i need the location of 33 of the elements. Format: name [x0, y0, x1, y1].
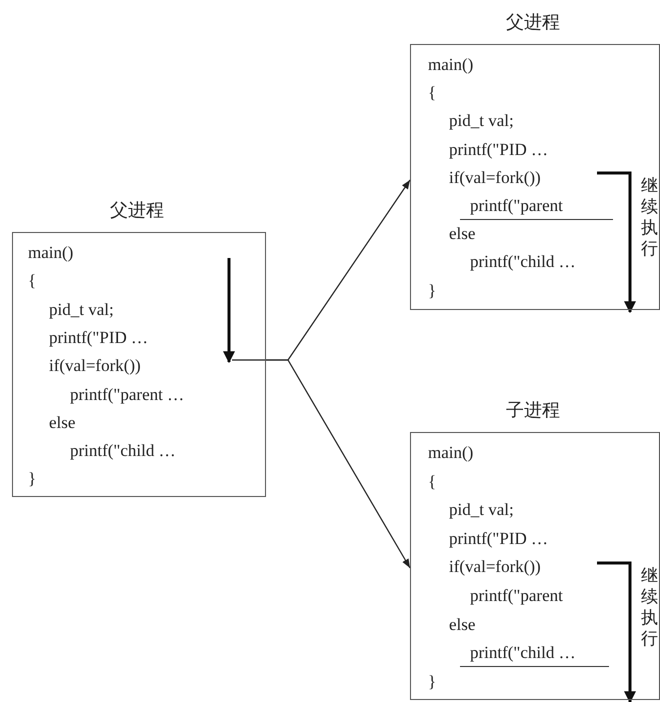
code-line: {: [428, 472, 436, 492]
code-line: pid_t val;: [449, 500, 514, 520]
arrow: [266, 359, 411, 568]
code-line: printf("PID …: [49, 328, 148, 348]
code-line: else: [449, 224, 476, 244]
code-line: printf("PID …: [449, 528, 548, 549]
process-heading: 父进程: [110, 199, 164, 222]
code-line: main(): [28, 243, 74, 263]
flow-note: 继续执行: [641, 175, 659, 259]
code-line: pid_t val;: [49, 300, 114, 320]
process-heading: 父进程: [506, 11, 560, 34]
code-line: if(val=fork()): [449, 168, 541, 188]
process-heading: 子进程: [506, 399, 560, 422]
code-line: else: [449, 614, 476, 635]
code-line: printf("child …: [70, 441, 176, 462]
code-line: main(): [428, 443, 474, 463]
code-line: printf("child …: [470, 643, 576, 664]
code-line: }: [28, 469, 36, 490]
code-line: printf("parent …: [70, 384, 184, 404]
code-line: {: [428, 83, 436, 104]
code-line: if(val=fork()): [449, 557, 541, 578]
code-line: main(): [428, 55, 474, 75]
flow-note: 继续执行: [641, 565, 659, 649]
code-line: }: [428, 672, 436, 692]
code-line: }: [428, 280, 436, 301]
code-line: printf("parent: [470, 586, 563, 606]
code-line: if(val=fork()): [49, 356, 141, 376]
code-line: {: [28, 271, 36, 292]
code-line: printf("PID …: [449, 140, 548, 160]
code-line: else: [49, 412, 76, 433]
code-line: pid_t val;: [449, 111, 514, 132]
code-line: printf("child …: [470, 252, 576, 272]
code-line: printf("parent: [470, 196, 563, 216]
